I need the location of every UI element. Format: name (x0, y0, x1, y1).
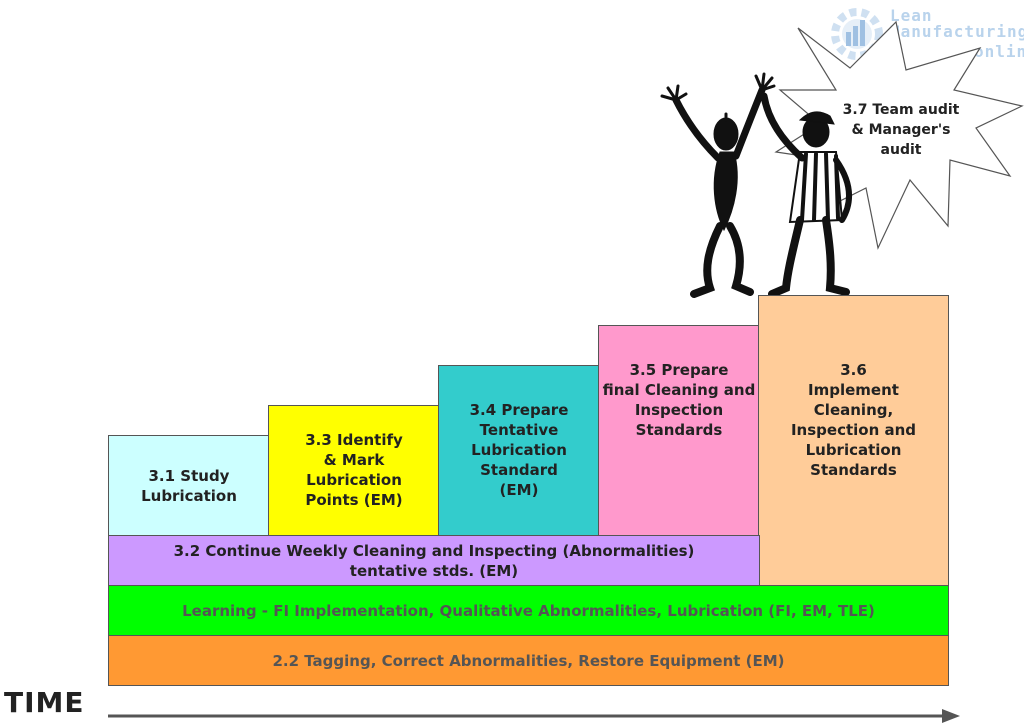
celebrating-people-icon (660, 72, 853, 298)
step-3-3-identify-mark: 3.3 Identify & Mark Lubrication Points (… (268, 405, 440, 536)
step-3-1-label: 3.1 Study Lubrication (141, 466, 237, 505)
learning-label: Learning - FI Implementation, Qualitativ… (182, 601, 875, 620)
gear-chart-icon (831, 8, 883, 60)
step-3-2-weekly-cleaning: 3.2 Continue Weekly Cleaning and Inspect… (108, 535, 760, 586)
step-3-5-final-standards: 3.5 Prepare final Cleaning and Inspectio… (598, 325, 760, 536)
logo-text-lean: Lean (890, 6, 933, 25)
step-2-2-label: 2.2 Tagging, Correct Abnormalities, Rest… (272, 651, 785, 670)
step-3-1-study-lubrication: 3.1 Study Lubrication (108, 435, 270, 536)
learning-band: Learning - FI Implementation, Qualitativ… (108, 585, 949, 636)
step-3-2-label: 3.2 Continue Weekly Cleaning and Inspect… (173, 541, 695, 580)
time-axis-label: TIME (4, 686, 85, 719)
step-3-6-label: 3.6 Implement Cleaning, Inspection and L… (790, 361, 917, 479)
time-arrow-icon (108, 709, 960, 723)
step-3-4-tentative-standard: 3.4 Prepare Tentative Lubrication Standa… (438, 365, 600, 536)
step-2-2-tagging: 2.2 Tagging, Correct Abnormalities, Rest… (108, 635, 949, 686)
logo-text-online: online (974, 42, 1024, 61)
logo-text-manufacturing: Manufacturing (890, 22, 1024, 41)
step-3-7-team-audit: 3.7 Team audit & Manager's audit (842, 102, 960, 158)
step-3-6-implement-standards: 3.6 Implement Cleaning, Inspection and L… (758, 295, 949, 586)
step-3-5-label: 3.5 Prepare final Cleaning and Inspectio… (602, 361, 756, 439)
step-3-4-label: 3.4 Prepare Tentative Lubrication Standa… (469, 401, 569, 499)
lean-manufacturing-logo: Lean Manufacturing online (824, 2, 1024, 64)
step-3-3-label: 3.3 Identify & Mark Lubrication Points (… (305, 431, 403, 509)
